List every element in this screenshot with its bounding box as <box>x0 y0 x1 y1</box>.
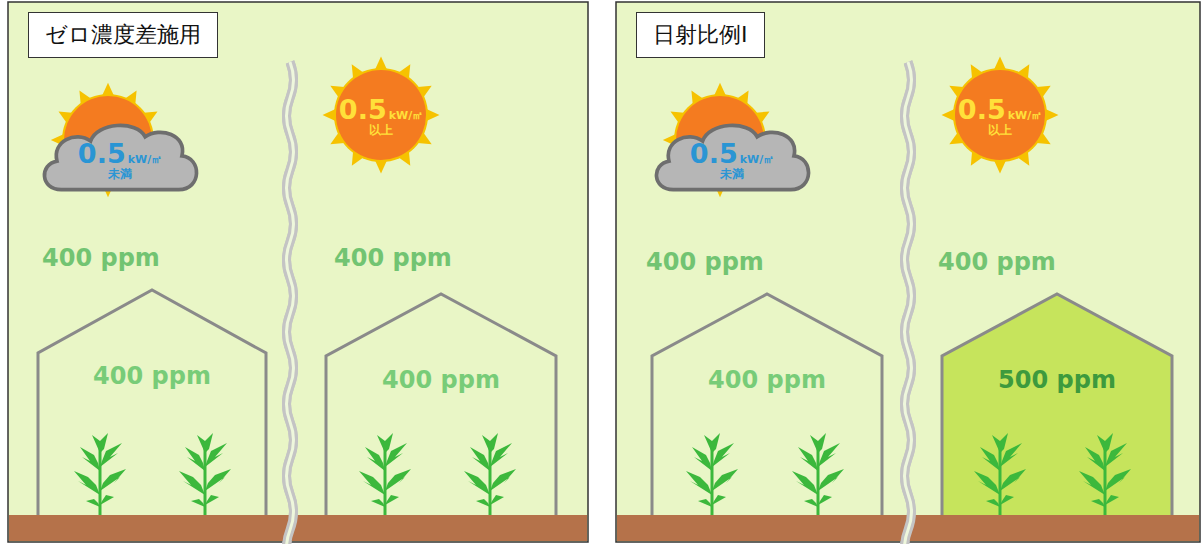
plant <box>359 433 411 515</box>
sun-shape: 0.5kW/㎡以上 <box>320 54 442 176</box>
separator-line <box>905 62 912 544</box>
cloud-path <box>656 125 808 189</box>
irradiance-value: 0.5 <box>958 96 1006 123</box>
ambient-concentration: 400 ppm <box>42 244 160 272</box>
ground <box>9 515 587 541</box>
greenhouse: 500 ppm <box>942 294 1172 515</box>
greenhouse-fill <box>652 294 882 517</box>
greenhouse-frame <box>38 290 266 517</box>
greenhouse-fill <box>942 294 1172 517</box>
irradiance-unit: kW/㎡ <box>389 108 423 123</box>
plant <box>686 433 738 515</box>
title-box: 日射比例Ⅰ <box>636 12 765 58</box>
cloud-path <box>44 125 196 189</box>
sun-disc <box>336 70 426 160</box>
irradiance-value: 0.5 <box>339 96 387 123</box>
title-text: 日射比例Ⅰ <box>653 20 748 50</box>
irradiance-unit: kW/㎡ <box>1008 108 1042 123</box>
concentration-text: 400 ppm <box>382 366 500 394</box>
separator-gap <box>905 62 912 544</box>
greenhouse: 400 ppm <box>326 294 556 515</box>
separator-line <box>287 62 294 544</box>
plant <box>74 433 126 515</box>
threshold-text: 以上 <box>369 123 393 137</box>
plant <box>974 433 1026 515</box>
title-text: ゼロ濃度差施用 <box>45 20 201 50</box>
ground <box>617 515 1199 541</box>
separator-gap <box>287 62 294 544</box>
irradiance-unit: kW/㎡ <box>128 152 162 167</box>
plant <box>792 433 844 515</box>
sun-disc <box>955 70 1045 160</box>
threshold-text: 未満 <box>108 167 132 181</box>
value-row: 0.5kW/㎡ <box>690 140 774 167</box>
separator-group <box>287 62 912 544</box>
plant <box>464 433 516 515</box>
sun-rim <box>334 68 428 162</box>
value-row: 0.5kW/㎡ <box>78 140 162 167</box>
greenhouse-frame <box>652 294 882 517</box>
panel <box>8 2 588 542</box>
plant <box>1079 433 1131 515</box>
value-row: 0.5kW/㎡ <box>339 96 423 123</box>
greenhouse: 400 ppm <box>652 294 882 515</box>
threshold-text: 未満 <box>720 167 744 181</box>
greenhouse-outline <box>652 294 882 515</box>
concentration-text: 400 ppm <box>708 366 826 394</box>
cloud-shape: 0.5kW/㎡未満 <box>36 120 204 198</box>
greenhouse-fill <box>326 294 556 517</box>
separator-group <box>287 62 912 544</box>
greenhouse-frame <box>942 294 1172 517</box>
separator-gap <box>905 62 912 544</box>
concentration-text: 400 ppm <box>93 362 211 390</box>
greenhouse-outline <box>38 290 266 515</box>
greenhouse-fill <box>38 290 266 517</box>
irradiance-value: 0.5 <box>78 140 126 167</box>
threshold-text: 以上 <box>988 123 1012 137</box>
greenhouse-outline <box>326 294 556 515</box>
ambient-concentration: 400 ppm <box>334 244 452 272</box>
concentration-text: 500 ppm <box>998 366 1116 394</box>
greenhouse: 400 ppm <box>38 290 266 515</box>
title-box: ゼロ濃度差施用 <box>28 12 218 58</box>
separator-line <box>287 62 294 544</box>
cloud-shape: 0.5kW/㎡未満 <box>648 120 816 198</box>
sun-rim <box>953 68 1047 162</box>
separator-line <box>905 62 912 544</box>
sun-shape: 0.5kW/㎡以上 <box>939 54 1061 176</box>
plant <box>179 433 231 515</box>
ambient-concentration: 400 ppm <box>646 248 764 276</box>
greenhouse-outline <box>942 294 1172 515</box>
value-row: 0.5kW/㎡ <box>958 96 1042 123</box>
ambient-concentration: 400 ppm <box>938 248 1056 276</box>
greenhouse-frame <box>326 294 556 517</box>
irradiance-value: 0.5 <box>690 140 738 167</box>
separator-gap <box>287 62 294 544</box>
irradiance-unit: kW/㎡ <box>740 152 774 167</box>
plant-group <box>74 433 1131 515</box>
